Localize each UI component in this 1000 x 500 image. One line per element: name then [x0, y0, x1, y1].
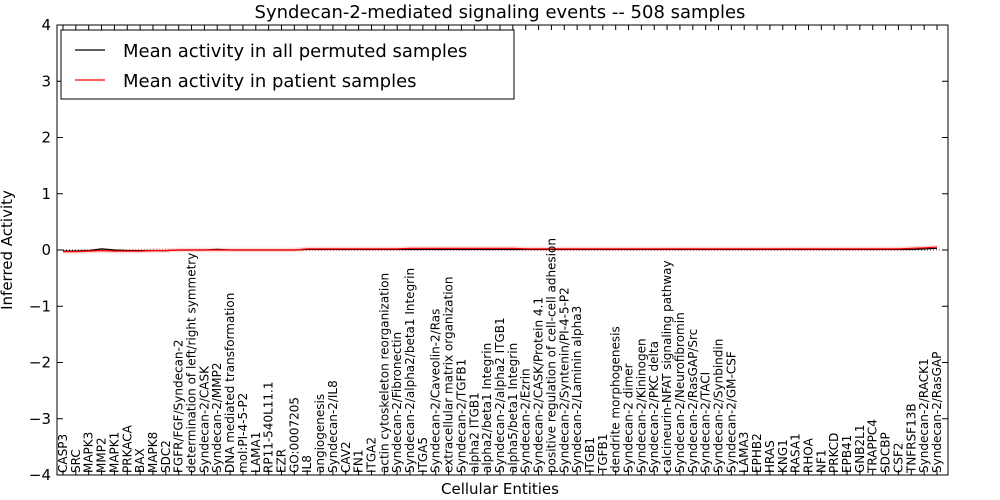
- x-tick-label: determination of left/right symmetry: [185, 253, 199, 473]
- x-tick-label: Syndecan-2/PKC delta: [647, 341, 661, 473]
- x-tick-label: Syndecan-2/MMP2: [210, 363, 224, 473]
- x-tick-label: LAMA1: [249, 432, 263, 473]
- x-tick-label: GO:0007205: [287, 397, 301, 473]
- x-tick-label: KNG1: [776, 439, 790, 473]
- x-tick-label: Syndecan-2/CASK: [197, 365, 211, 473]
- x-tick-label: ITGA2: [365, 437, 379, 473]
- x-tick-label: Syndecan-2/Fibronectin: [390, 332, 404, 473]
- y-tick-label: −3: [29, 410, 51, 428]
- x-tick-label: Syndecan-2/RasGAP/Src: [686, 329, 700, 473]
- legend-label-permuted: Mean activity in all permuted samples: [123, 41, 467, 62]
- x-tick-label: TGFB1: [596, 434, 610, 474]
- x-tick-label: GNB2L1: [853, 425, 867, 473]
- x-tick-label: FN1: [352, 449, 366, 473]
- y-tick-label: 2: [41, 129, 51, 147]
- x-tick-label: MAPK3: [82, 432, 96, 473]
- x-tick-label: TNFRSF13B: [904, 403, 918, 474]
- x-tick-label: Syndecan-2/alpha2/beta1 Integrin: [403, 268, 417, 473]
- x-tick-label: Syndecan-2/TGFB1: [454, 359, 468, 473]
- x-tick-label: alpha5/beta1 Integrin: [506, 343, 520, 473]
- x-tick-label: RHOA: [802, 437, 816, 473]
- x-tick-label: alpha2 ITGB1: [467, 392, 481, 473]
- plot-area: [57, 244, 948, 254]
- x-tick-label: mol:PI-4-5-P2: [236, 393, 250, 473]
- legend: Mean activity in all permuted samples Me…: [60, 29, 515, 100]
- x-tick-label: SDC2: [159, 440, 173, 473]
- x-tick-label: DNA mediated transformation: [223, 293, 237, 473]
- x-tick-label: Syndecan-2/Synbindin: [712, 339, 726, 473]
- x-tick-label: SDCBP: [879, 432, 893, 473]
- x-tick-label: RP11-540L11.1: [262, 382, 276, 473]
- x-tick-label: Syndecan-2/RasGAP: [930, 352, 944, 473]
- x-tick-label: Syndecan-2/Kininogen: [634, 338, 648, 473]
- x-tick-label: actin cytoskeleton reorganization: [377, 273, 391, 473]
- series-line-patient: [63, 246, 938, 253]
- x-tick-label: NF1: [814, 449, 828, 473]
- x-tick-label: Syndecan-2/Neurofibromin: [673, 312, 687, 473]
- x-tick-label: LAMA3: [737, 432, 751, 473]
- x-tick-label: EPHB2: [750, 433, 764, 473]
- x-tick-label: dendrite morphogenesis: [609, 326, 623, 473]
- x-tick-label: alpha2/beta1 Integrin: [480, 343, 494, 473]
- x-tick-label: Syndecan-2/alpha2 ITGB1: [493, 317, 507, 473]
- legend-box: [60, 29, 515, 100]
- x-tick-label: Syndecan-2/RACK1: [917, 358, 931, 473]
- x-tick-label: HRAS: [763, 440, 777, 473]
- x-tick-label: ITGB1: [583, 437, 597, 473]
- x-tick-label: extracellular matrix organization: [442, 277, 456, 474]
- x-tick-label: angiogenesis: [313, 394, 327, 473]
- y-tick-label: −1: [29, 297, 51, 315]
- x-tick-label: Syndecan-2/GM-CSF: [724, 351, 738, 473]
- x-tick-label: SRC: [69, 449, 83, 473]
- x-tick-label: Syndecan-2/Laminin alpha3: [570, 306, 584, 473]
- x-tick-label: Syndecan-2 dimer: [622, 363, 636, 473]
- chart-title: Syndecan-2-mediated signaling events -- …: [255, 2, 746, 23]
- x-tick-label: FGFR/FGF/Syndecan-2: [172, 340, 186, 473]
- x-tick-label: EPB41: [840, 435, 854, 473]
- x-tick-label: MMP2: [95, 437, 109, 473]
- x-tick-label: TRAPPC4: [866, 419, 880, 474]
- x-tick-label: MAPK8: [146, 432, 160, 473]
- x-tick-label: Syndecan-2/Syntenin/PI-4-5-P2: [557, 287, 571, 473]
- x-tick-label: positive regulation of cell-cell adhesio…: [544, 238, 558, 473]
- x-tick-label: ITGA5: [416, 437, 430, 473]
- y-tick-label: −4: [29, 466, 51, 484]
- x-tick-label: Syndecan-2/IL8: [326, 380, 340, 473]
- x-tick-label: BAX: [133, 448, 147, 473]
- y-tick-label: 0: [41, 241, 51, 259]
- x-tick-label: Syndecan-2/Ezrin: [519, 368, 533, 473]
- y-axis-label: Inferred Activity: [0, 190, 16, 310]
- y-tick-label: 3: [41, 72, 51, 90]
- x-tick-label: CSF2: [891, 442, 905, 473]
- y-axis: −4 −3 −2 −1 0 1 2 3 4: [29, 16, 948, 484]
- x-tick-label: Syndecan-2/Caveolin-2/Ras: [429, 309, 443, 473]
- x-tick-label: CASP3: [56, 434, 70, 473]
- x-tick-label: RASA1: [789, 433, 803, 473]
- x-tick-label: Syndecan-2/TACI: [699, 372, 713, 473]
- legend-label-patient: Mean activity in patient samples: [123, 71, 417, 92]
- x-tick-label: MAPK1: [107, 432, 121, 473]
- x-tick-label: CAV2: [339, 441, 353, 473]
- x-tick-label: Syndecan-2/CASK/Protein 4.1: [532, 297, 546, 473]
- x-tick-label: calcineurin-NFAT signaling pathway: [660, 260, 674, 473]
- y-tick-label: −2: [29, 354, 51, 372]
- x-tick-label: PRKCD: [827, 433, 841, 473]
- y-tick-label: 4: [41, 16, 51, 34]
- x-axis-label: Cellular Entities: [441, 480, 559, 498]
- x-tick-label: PRKACA: [120, 424, 134, 473]
- x-axis: CASP3SRCMAPK3MMP2MAPK1PRKACABAXMAPK8SDC2…: [56, 25, 944, 475]
- x-tick-label: EZR: [275, 449, 289, 473]
- x-tick-label: IL8: [300, 455, 314, 473]
- y-tick-label: 1: [41, 185, 51, 203]
